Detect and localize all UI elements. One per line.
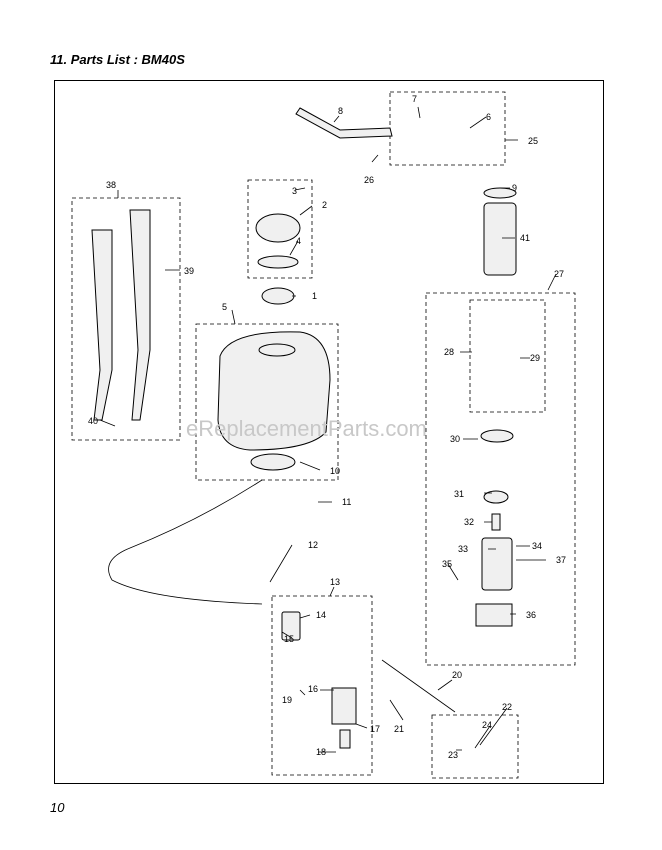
lever-part <box>295 107 393 139</box>
callout-21: 21 <box>394 724 404 734</box>
callout-4: 4 <box>296 236 301 246</box>
pump-body-part <box>481 537 513 591</box>
callout-24: 24 <box>482 720 492 730</box>
callout-14: 14 <box>316 610 326 620</box>
callout-40: 40 <box>88 416 98 426</box>
callout-25: 25 <box>528 136 538 146</box>
callout-31: 31 <box>454 489 464 499</box>
callout-13: 13 <box>330 577 340 587</box>
callout-35: 35 <box>442 559 452 569</box>
gasket-part <box>257 255 299 269</box>
callout-32: 32 <box>464 517 474 527</box>
callout-2: 2 <box>322 200 327 210</box>
callout-labels: 8 7 6 25 26 9 41 3 2 4 1 5 38 39 40 10 1… <box>88 94 566 760</box>
group-box-27 <box>425 292 576 666</box>
piston-rod-part <box>491 513 501 531</box>
strap-left-part <box>91 229 113 421</box>
callout-18: 18 <box>316 747 326 757</box>
callout-22: 22 <box>502 702 512 712</box>
group-box-2 <box>247 179 313 279</box>
pump-cylinder-part <box>483 202 517 276</box>
callout-30: 30 <box>450 434 460 444</box>
check-valve-part <box>480 429 514 443</box>
tank-cap-part <box>255 213 301 243</box>
page-number: 10 <box>50 800 65 815</box>
group-box-28 <box>469 299 546 413</box>
wand-part <box>381 659 456 713</box>
callout-20: 20 <box>452 670 462 680</box>
strap-right-part <box>129 209 151 421</box>
group-box-25 <box>389 91 506 166</box>
tank-neck-part <box>258 343 296 357</box>
callout-37: 37 <box>556 555 566 565</box>
callout-28: 28 <box>444 347 454 357</box>
callout-1: 1 <box>312 291 317 301</box>
callout-17: 17 <box>370 724 380 734</box>
valve-body-part <box>331 687 357 725</box>
group-box-22 <box>431 714 519 779</box>
callout-7: 7 <box>412 94 417 104</box>
callout-29: 29 <box>530 353 540 363</box>
callout-16: 16 <box>308 684 318 694</box>
callout-41: 41 <box>520 233 530 243</box>
callout-19: 19 <box>282 695 292 705</box>
callout-11: 11 <box>342 497 351 507</box>
callout-10: 10 <box>330 466 340 476</box>
callout-5: 5 <box>222 302 227 312</box>
callout-27: 27 <box>554 269 564 279</box>
group-box-5 <box>195 323 339 481</box>
callout-33: 33 <box>458 544 468 554</box>
valve-seat-part <box>483 490 509 504</box>
leader-lines <box>99 106 557 753</box>
callout-15: 15 <box>284 634 294 644</box>
callout-12: 12 <box>308 540 318 550</box>
callout-23: 23 <box>448 750 458 760</box>
group-box-13 <box>271 595 373 776</box>
tank-part <box>217 331 331 451</box>
strainer-part <box>261 287 295 305</box>
callout-3: 3 <box>292 186 297 196</box>
callout-9: 9 <box>512 183 517 193</box>
diagram-frame <box>54 80 604 784</box>
bracket-part <box>475 603 513 627</box>
callout-26: 26 <box>364 175 374 185</box>
base-plate-part <box>250 453 296 471</box>
page-title: 11. Parts List : BM40S <box>50 52 185 67</box>
callout-36: 36 <box>526 610 536 620</box>
hose-part <box>108 479 263 605</box>
callout-38: 38 <box>106 180 116 190</box>
spring-part <box>339 729 351 749</box>
watermark-text: eReplacementParts.com <box>186 416 427 441</box>
callout-39: 39 <box>184 266 194 276</box>
grip-part <box>281 611 301 641</box>
callout-34: 34 <box>532 541 542 551</box>
group-box-38 <box>71 197 181 441</box>
callout-8: 8 <box>338 106 343 116</box>
callout-6: 6 <box>486 112 491 122</box>
